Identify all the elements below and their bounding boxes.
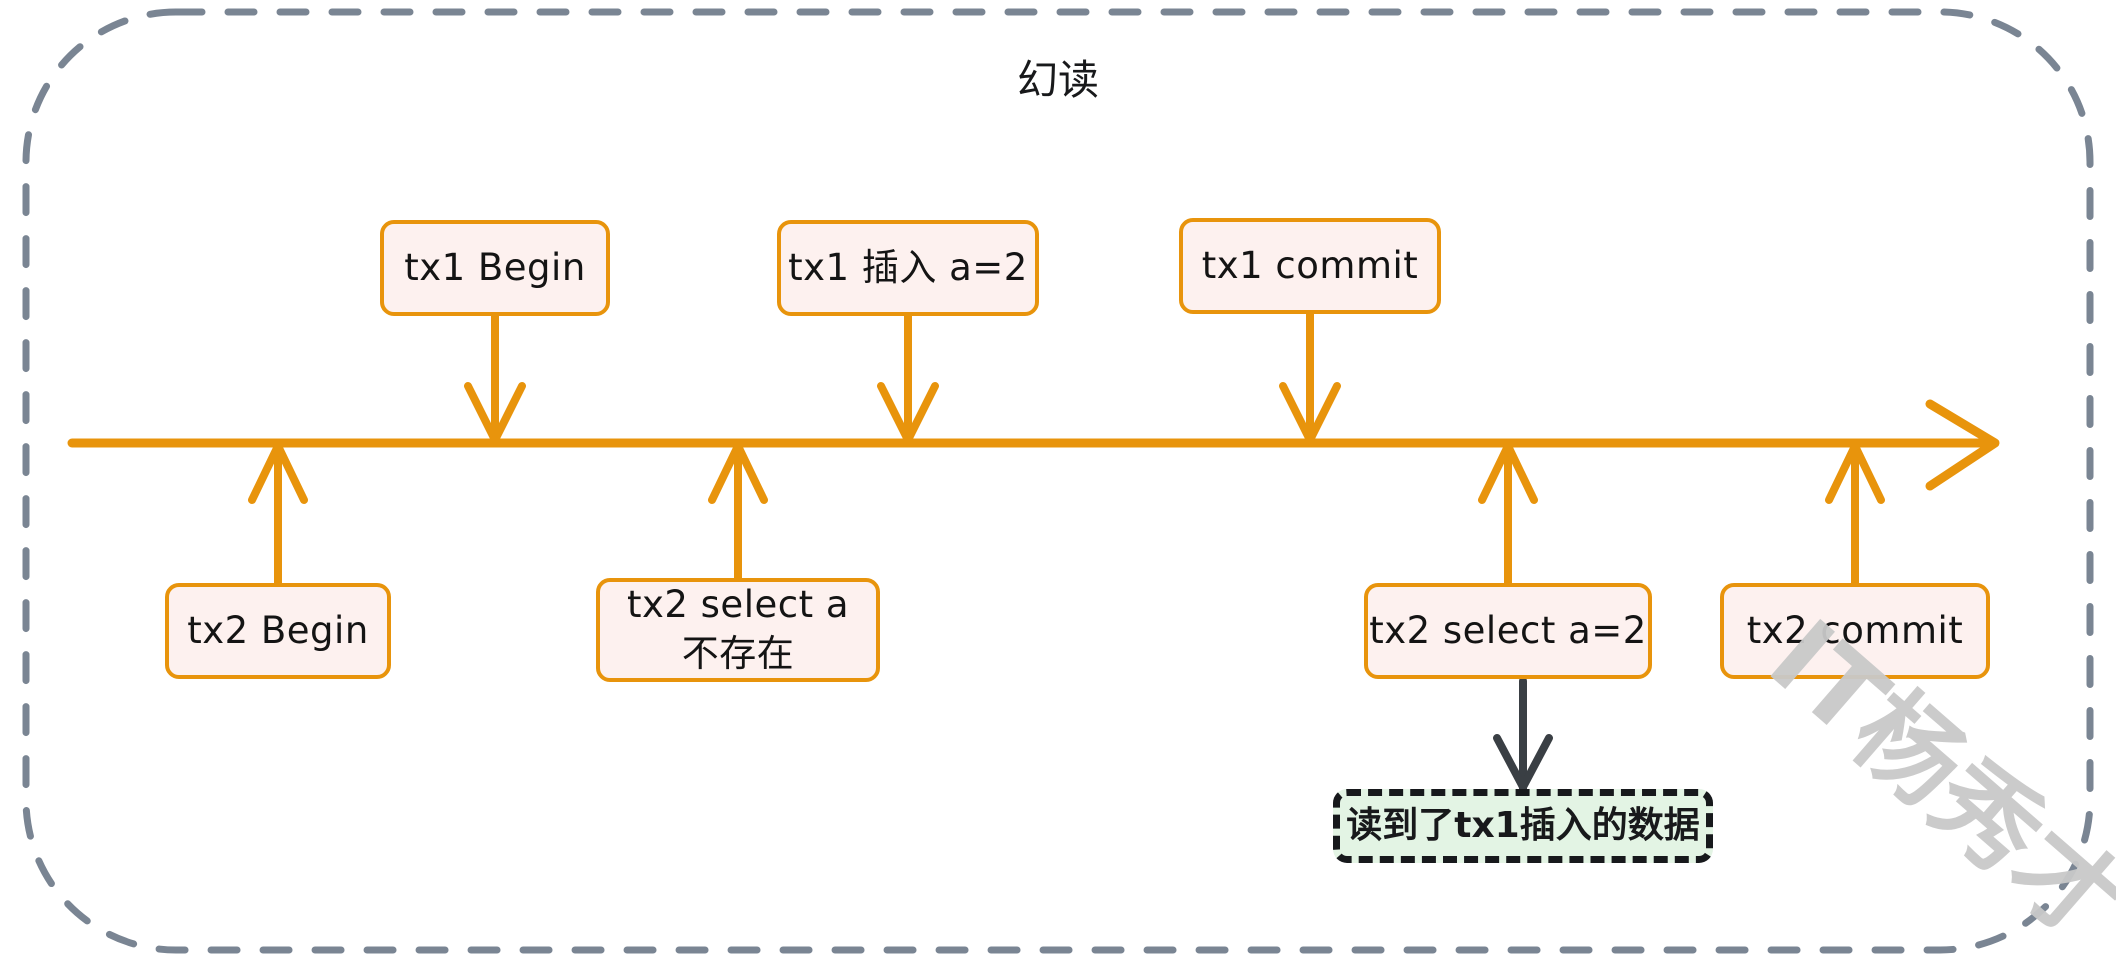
outer-dashed-frame (22, 8, 2094, 954)
node-label: tx1 commit (1201, 243, 1419, 287)
node-tx1-begin[interactable]: tx1 Begin (380, 220, 610, 316)
node-tx2-select-missing[interactable]: tx2 select a不存在 (596, 578, 880, 682)
node-tx2-commit[interactable]: tx2 commit (1720, 583, 1990, 679)
page-title: 幻读 (1017, 56, 1099, 104)
connector-tx1-begin (464, 312, 526, 447)
timeline-axis (67, 399, 2000, 491)
connector-tx1-commit (1279, 310, 1341, 447)
note-phantom-read[interactable]: 读到了tx1插入的数据 (1333, 789, 1713, 863)
node-tx2-select-a2[interactable]: tx2 select a=2 (1364, 583, 1652, 679)
node-tx1-insert[interactable]: tx1 插入 a=2 (777, 220, 1039, 316)
connector-tx2-commit (1825, 439, 1885, 587)
node-label: tx2 Begin (187, 608, 369, 652)
node-label: tx2 commit (1746, 608, 1964, 652)
connector-tx2-begin (248, 439, 308, 587)
note-label: 读到了tx1插入的数据 (1346, 805, 1700, 847)
node-tx2-begin[interactable]: tx2 Begin (165, 583, 391, 679)
node-label: tx1 插入 a=2 (788, 245, 1028, 289)
node-label: tx2 select a=2 (1369, 608, 1647, 652)
connector-tx1-insert (877, 312, 939, 447)
node-label: tx2 select a不存在 (626, 583, 850, 675)
connector-tx2-select-missing (708, 439, 768, 582)
connector-tx2-select-a2 (1478, 439, 1538, 587)
node-tx1-commit[interactable]: tx1 commit (1179, 218, 1441, 314)
node-label: tx1 Begin (404, 245, 586, 289)
connector-select-to-note (1493, 677, 1553, 793)
